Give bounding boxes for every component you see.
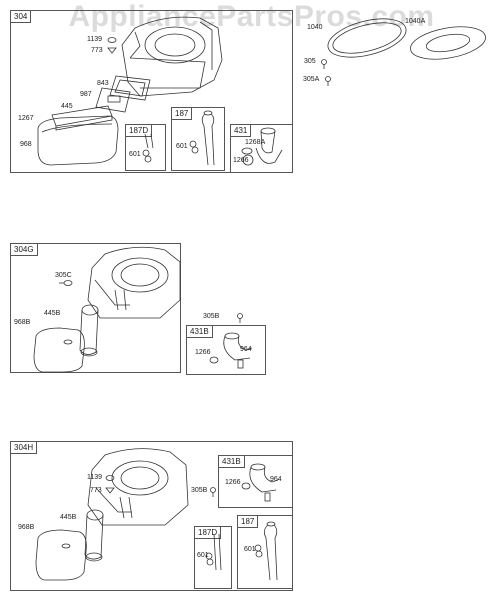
cover-968b <box>33 327 85 373</box>
label-305b: 305B <box>203 313 220 320</box>
label-445b-304h: 445B <box>60 514 77 521</box>
tube-187d-b <box>205 533 222 571</box>
label-445b: 445B <box>44 310 61 317</box>
label-601-187: 601 <box>176 143 188 150</box>
section-tag-304h: 304H <box>11 442 38 454</box>
section-431b-b: 431B <box>218 455 293 508</box>
screw-305 <box>321 59 327 69</box>
section-tag-187d: 187D <box>126 125 153 137</box>
panel-843 <box>109 75 151 101</box>
label-601-187-b: 601 <box>244 546 256 553</box>
label-305: 305 <box>304 58 316 65</box>
label-1139: 1139 <box>87 36 103 43</box>
cover-968 <box>37 115 119 166</box>
label-1139-304h: 1139 <box>87 474 103 481</box>
tube-187-b <box>254 521 278 581</box>
elbow-431 <box>241 127 283 166</box>
blower-housing-304h <box>87 448 189 526</box>
label-601-187d: 601 <box>129 151 141 158</box>
label-305b-304h: 305B <box>191 487 208 494</box>
section-187-b: 187 <box>237 515 293 589</box>
label-1040a: 1040A <box>405 18 426 25</box>
label-1266-431: 1266 <box>233 157 249 164</box>
elbow-431b-a <box>209 332 253 369</box>
label-1266-431b-b: 1266 <box>225 479 241 486</box>
screw-1139 <box>107 37 117 43</box>
screw-305c <box>59 280 73 286</box>
section-tag-187d-b: 187D <box>195 527 222 539</box>
label-773: 773 <box>91 47 103 54</box>
label-987: 987 <box>80 91 92 98</box>
tube-187d <box>142 133 154 163</box>
label-968b-304h: 968B <box>18 524 35 531</box>
section-431: 431 <box>230 124 293 173</box>
section-tag-304: 304 <box>11 11 32 23</box>
filter-445b <box>79 304 99 357</box>
label-601-187d-b: 601 <box>197 552 209 559</box>
clip-773-b <box>105 487 115 494</box>
section-304g: 304G <box>10 243 181 373</box>
label-964-431b-b: 964 <box>270 476 282 483</box>
screen-1040a <box>410 26 486 60</box>
elbow-431b-b <box>241 463 279 502</box>
section-tag-187-b: 187 <box>238 516 259 528</box>
label-1266-431b-a: 1266 <box>195 349 211 356</box>
section-187: 187 <box>171 107 225 171</box>
filter-445b-b <box>84 509 104 562</box>
section-tag-431b-a: 431B <box>187 326 213 338</box>
blower-housing-304 <box>121 16 223 97</box>
tube-187 <box>189 110 215 166</box>
label-968: 968 <box>20 141 32 148</box>
label-445: 445 <box>61 103 73 110</box>
screw-305b-a <box>237 313 243 323</box>
label-305a: 305A <box>303 76 320 83</box>
gasket-1040 <box>327 18 407 58</box>
screw-305a <box>325 76 331 86</box>
panel-987 <box>95 87 131 113</box>
label-843: 843 <box>97 80 109 87</box>
label-773-304h: 773 <box>90 487 102 494</box>
screw-305b-b <box>210 487 216 497</box>
section-tag-431b-b: 431B <box>219 456 245 468</box>
label-964-431b-a: 964 <box>240 346 252 353</box>
section-187d: 187D <box>125 124 166 171</box>
section-304: 304 <box>10 10 293 173</box>
label-1267: 1267 <box>18 115 34 122</box>
cover-968b-b <box>35 529 87 581</box>
label-305c: 305C <box>55 272 72 279</box>
label-1040: 1040 <box>307 24 323 31</box>
section-187d-b: 187D <box>194 526 232 589</box>
section-tag-187: 187 <box>172 108 193 120</box>
section-tag-304g: 304G <box>11 244 38 256</box>
label-1268a: 1268A <box>245 139 266 146</box>
section-431b-a: 431B <box>186 325 266 375</box>
clip-773 <box>107 47 117 54</box>
section-tag-431: 431 <box>231 125 252 137</box>
blower-housing-304g <box>87 246 181 319</box>
screw-1139-b <box>105 475 115 481</box>
label-968b: 968B <box>14 319 31 326</box>
